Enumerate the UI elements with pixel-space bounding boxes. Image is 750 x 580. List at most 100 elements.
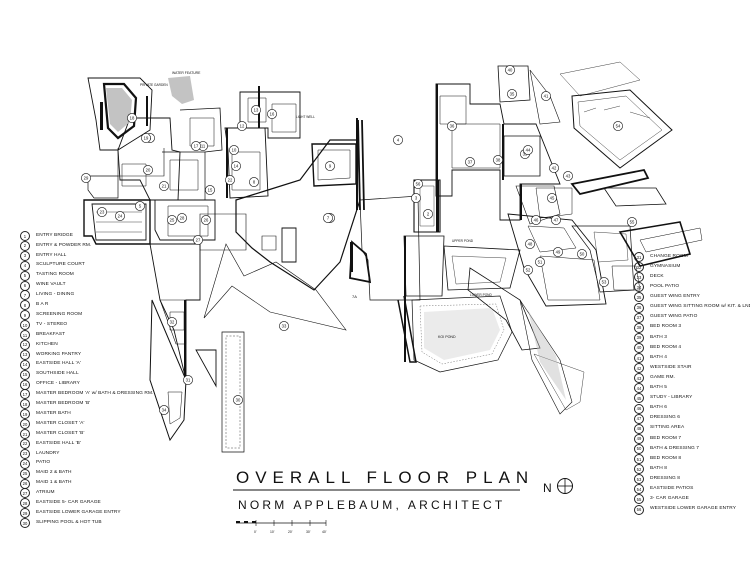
scale-bar: 0' 10' 20' 30' 40' — [236, 520, 327, 534]
room-tag-number: 12 — [240, 124, 245, 129]
legend-number: 40 — [634, 342, 644, 353]
room-tag-number: 34 — [162, 408, 167, 413]
legend-number: 49 — [634, 433, 644, 444]
legend-label: MASTER BATH — [36, 410, 71, 416]
plan-outline-living — [235, 139, 361, 291]
room-tag-circle — [613, 121, 623, 131]
room-tag-number: 9 — [329, 164, 332, 169]
room-tag-number: 11 — [201, 144, 206, 149]
legend-label: TV - STEREO — [36, 321, 68, 327]
room-tag-number: 32 — [170, 320, 175, 325]
legend-label: BREAKFAST — [36, 331, 66, 337]
room-tag: 15 — [205, 185, 215, 195]
legend-number: 3 — [20, 250, 30, 261]
plan-label-light-well: LIGHT WELL — [296, 115, 315, 119]
legend-label: KITCHEN — [36, 341, 58, 347]
legend-label: SCREENING ROOM — [36, 311, 83, 317]
room-tag-number: 24 — [118, 214, 123, 219]
room-tag-circle — [325, 161, 335, 171]
legend-label: LIVING - DINING — [36, 292, 75, 298]
legend-number: 23 — [20, 448, 30, 459]
legend-number: 38 — [634, 322, 644, 333]
room-tag: 25 — [167, 215, 177, 225]
legend-label: EASTSIDE HALL 'B' — [36, 440, 81, 446]
room-tag-number: 13 — [254, 108, 259, 113]
room-tag-circle — [465, 157, 475, 167]
room-tag: 20 — [143, 165, 153, 175]
legend-number: 12 — [20, 339, 30, 350]
legend-label: LAUNDRY — [36, 450, 60, 456]
legend-label: MASTER CLOSET 'B' — [36, 430, 85, 436]
room-tag: 40 — [505, 65, 515, 75]
room-tag-number: 15 — [208, 188, 213, 193]
room-tag: 26 — [201, 215, 211, 225]
scale-label-40: 40' — [322, 530, 327, 534]
legend-label: DECK — [650, 273, 664, 279]
room-tag: 53 — [599, 277, 609, 287]
legend-label: ENTRY & POWDER RM. — [36, 242, 92, 248]
room-tag-circle — [193, 235, 203, 245]
plan-outline-garage-east — [83, 199, 151, 245]
room-tag-number: 30 — [236, 398, 241, 403]
legend-label: ENTRY HALL — [36, 252, 67, 258]
room-tag-number: 51 — [538, 260, 543, 265]
room-tag: 33 — [279, 321, 289, 331]
room-tag-circle — [127, 113, 137, 123]
room-tag-number: 53 — [602, 280, 607, 285]
legend-number: 39 — [634, 332, 644, 343]
legend-label: BATH 4 — [650, 354, 668, 360]
legend-number: 33 — [634, 272, 644, 283]
room-tag: 30 — [233, 395, 243, 405]
room-tag-number: 7 — [327, 216, 330, 221]
legend-number: 29 — [20, 508, 30, 519]
legend-label: DRESSING 8 — [650, 475, 681, 481]
legend-number: 32 — [634, 262, 644, 273]
room-tag-number: 10 — [232, 148, 237, 153]
room-tag-circle — [97, 207, 107, 217]
room-tag-circle — [493, 155, 503, 165]
plan-outline-entry-bridge — [359, 195, 421, 301]
room-tag-number: 48 — [528, 242, 533, 247]
room-tag-number: 5 — [139, 204, 142, 209]
scale-label-20: 20' — [288, 530, 293, 534]
room-tag-number: 56 — [416, 182, 421, 187]
room-tag: 16 — [267, 109, 277, 119]
room-tag-circle — [205, 185, 215, 195]
room-tag: 4 — [393, 135, 403, 145]
room-tag: 54 — [613, 121, 623, 131]
room-tag-number: 46 — [534, 218, 539, 223]
room-tag: 36 — [447, 121, 457, 131]
legend-number: 8 — [20, 300, 30, 311]
scale-label-0: 0' — [254, 530, 257, 534]
room-tag-circle — [523, 265, 533, 275]
room-tag-circle — [413, 179, 423, 189]
room-tag-circle — [507, 89, 517, 99]
plan-outline-living-deck — [203, 243, 347, 331]
legend-number: 36 — [634, 302, 644, 313]
room-tag-circle — [231, 161, 241, 171]
room-tag: 43 — [563, 171, 573, 181]
legend-label: ENTRY BRIDGE — [36, 232, 74, 238]
room-tag-number: 33 — [282, 324, 287, 329]
room-tag: 14 — [231, 161, 241, 171]
legend-number: 51 — [634, 454, 644, 464]
legend-label: SITTING AREA — [650, 425, 685, 431]
room-tag: 34 — [159, 405, 169, 415]
